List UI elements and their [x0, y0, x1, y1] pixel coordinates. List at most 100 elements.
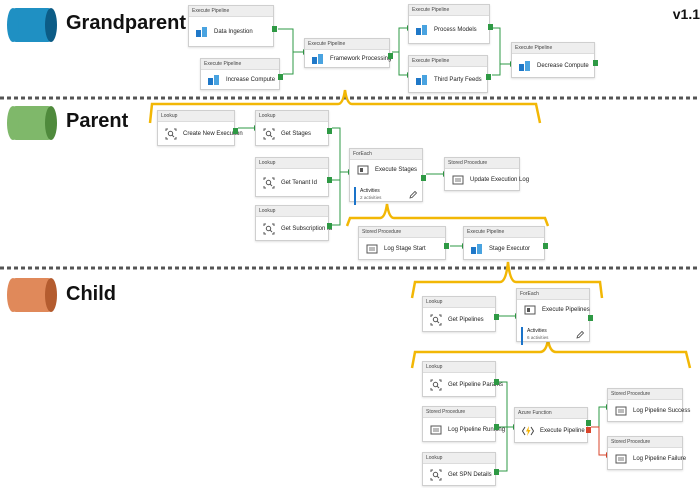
activity-execute-pipeline-function[interactable]: Azure Function Execute Pipeline [514, 407, 591, 443]
edit-pencil-icon[interactable] [408, 190, 418, 200]
success-port[interactable] [233, 128, 238, 134]
activity-process-models[interactable]: Execute Pipeline Process Models [408, 4, 493, 44]
success-port[interactable] [327, 223, 332, 229]
success-port[interactable] [444, 243, 449, 249]
success-port[interactable] [488, 24, 493, 30]
activities-container[interactable]: Activities 6 activities [521, 327, 591, 345]
success-port[interactable] [588, 315, 593, 321]
success-port[interactable] [272, 26, 277, 32]
stored-procedure-icon [430, 425, 442, 434]
activity-log-pipeline-failure[interactable]: Stored Procedure Log Pipeline Failure [607, 436, 686, 470]
activity-get-stages[interactable]: Lookup Get Stages [255, 110, 332, 146]
activity-stage-executor[interactable]: Execute Pipeline Stage Executor [463, 226, 548, 260]
activities-count: 6 activities [527, 335, 549, 340]
foreach-execute-stages[interactable]: ForEach Execute Stages Activities 2 acti… [349, 148, 426, 205]
success-port[interactable] [543, 243, 548, 249]
failure-port[interactable] [586, 427, 591, 433]
success-port[interactable] [494, 469, 499, 475]
version-label: v1.1 [672, 6, 700, 22]
child-tier-label: Child [66, 283, 116, 305]
stored-procedure-icon [615, 454, 627, 463]
child-tier-icon [7, 278, 57, 312]
activity-get-pipelines[interactable]: Lookup Get Pipelines [422, 296, 499, 332]
activity-label: Create New Execution [183, 130, 243, 137]
lookup-icon [263, 177, 275, 188]
activity-increase-compute[interactable]: Execute Pipeline Increase Compute [200, 58, 283, 90]
execute-pipeline-icon [312, 53, 323, 64]
activity-get-spn-details[interactable]: Lookup Get SPN Details [422, 452, 499, 486]
success-port[interactable] [494, 379, 499, 385]
activity-type: Execute Pipeline [305, 39, 389, 50]
azure-function-icon [522, 425, 534, 436]
activity-label: Execute Stages [375, 167, 418, 173]
activity-type: Stored Procedure [423, 407, 495, 418]
execute-pipeline-icon [471, 243, 482, 254]
edit-pencil-icon[interactable] [575, 330, 585, 340]
parent-tier-label: Parent [66, 110, 129, 132]
activity-label: Framework Processing [330, 55, 392, 62]
success-port[interactable] [486, 74, 491, 80]
execute-pipeline-icon [416, 24, 427, 35]
activity-create-new-execution[interactable]: Lookup Create New Execution [157, 110, 243, 146]
success-port[interactable] [421, 175, 426, 181]
activity-type: Lookup [256, 111, 328, 122]
activities-label: Activities [527, 328, 547, 334]
activity-type: Lookup [158, 111, 234, 122]
activity-get-pipeline-params[interactable]: Lookup Get Pipeline Params [422, 361, 503, 397]
parent-tier-icon [7, 106, 57, 140]
execute-pipeline-icon [208, 74, 219, 85]
activity-get-subscription-id[interactable]: Lookup Get Subscription Id [255, 205, 332, 241]
foreach-icon [357, 165, 369, 175]
success-port[interactable] [586, 420, 591, 426]
execute-pipeline-icon [196, 26, 207, 37]
success-port[interactable] [278, 74, 283, 80]
activity-type: Stored Procedure [359, 227, 445, 238]
activity-get-tenant-id[interactable]: Lookup Get Tenant Id [255, 157, 332, 197]
activity-type: Stored Procedure [608, 389, 682, 400]
success-port[interactable] [494, 314, 499, 320]
success-port[interactable] [327, 177, 332, 183]
activity-type: Lookup [423, 453, 495, 464]
activity-update-execution-log[interactable]: Stored Procedure Update Execution Log [444, 157, 529, 191]
foreach-execute-pipelines[interactable]: ForEach Execute Pipelines Activities 6 a… [516, 288, 593, 345]
activity-label: Data Ingestion [214, 28, 253, 35]
success-port[interactable] [388, 53, 393, 59]
expand-brace [345, 203, 550, 227]
activity-label: Log Stage Start [384, 245, 426, 252]
stored-procedure-icon [366, 244, 378, 253]
activity-type: Execute Pipeline [201, 59, 279, 70]
activities-label: Activities [360, 188, 380, 194]
lookup-icon [430, 469, 442, 480]
activity-type: Execute Pipeline [189, 6, 273, 17]
activity-label: Log Pipeline Success [633, 407, 691, 414]
activities-container[interactable]: Activities 2 activities [354, 187, 424, 205]
success-port[interactable] [593, 60, 598, 66]
activity-label: Execute Pipeline [540, 427, 585, 434]
activity-type: Lookup [423, 362, 495, 373]
activity-log-pipeline-running[interactable]: Stored Procedure Log Pipeline Running [422, 406, 505, 442]
lookup-icon [263, 128, 275, 139]
activity-log-stage-start[interactable]: Stored Procedure Log Stage Start [358, 226, 449, 260]
lookup-icon [165, 128, 177, 139]
activity-label: Get Pipelines [448, 316, 484, 323]
success-port[interactable] [327, 128, 332, 134]
activity-label: Execute Pipelines [542, 307, 590, 313]
grandparent-tier-icon [7, 8, 57, 42]
activity-type: Stored Procedure [445, 158, 519, 169]
activity-data-ingestion[interactable]: Execute Pipeline Data Ingestion [188, 5, 277, 47]
grandparent-tier-label: Grandparent [66, 12, 187, 34]
activity-decrease-compute[interactable]: Execute Pipeline Decrease Compute [511, 42, 598, 78]
activity-type: Lookup [256, 158, 328, 169]
activity-type: Stored Procedure [608, 437, 682, 448]
activity-label: Process Models [434, 26, 477, 33]
activity-type: ForEach [517, 289, 589, 300]
activity-log-pipeline-success[interactable]: Stored Procedure Log Pipeline Success [607, 388, 690, 422]
lookup-icon [263, 223, 275, 234]
success-port[interactable] [494, 424, 499, 430]
activities-count: 2 activities [360, 195, 382, 200]
activity-framework-processing[interactable]: Execute Pipeline Framework Processing [304, 38, 393, 68]
activity-third-party-feeds[interactable]: Execute Pipeline Third Party Feeds [408, 55, 491, 93]
activity-type: Execute Pipeline [512, 43, 594, 54]
